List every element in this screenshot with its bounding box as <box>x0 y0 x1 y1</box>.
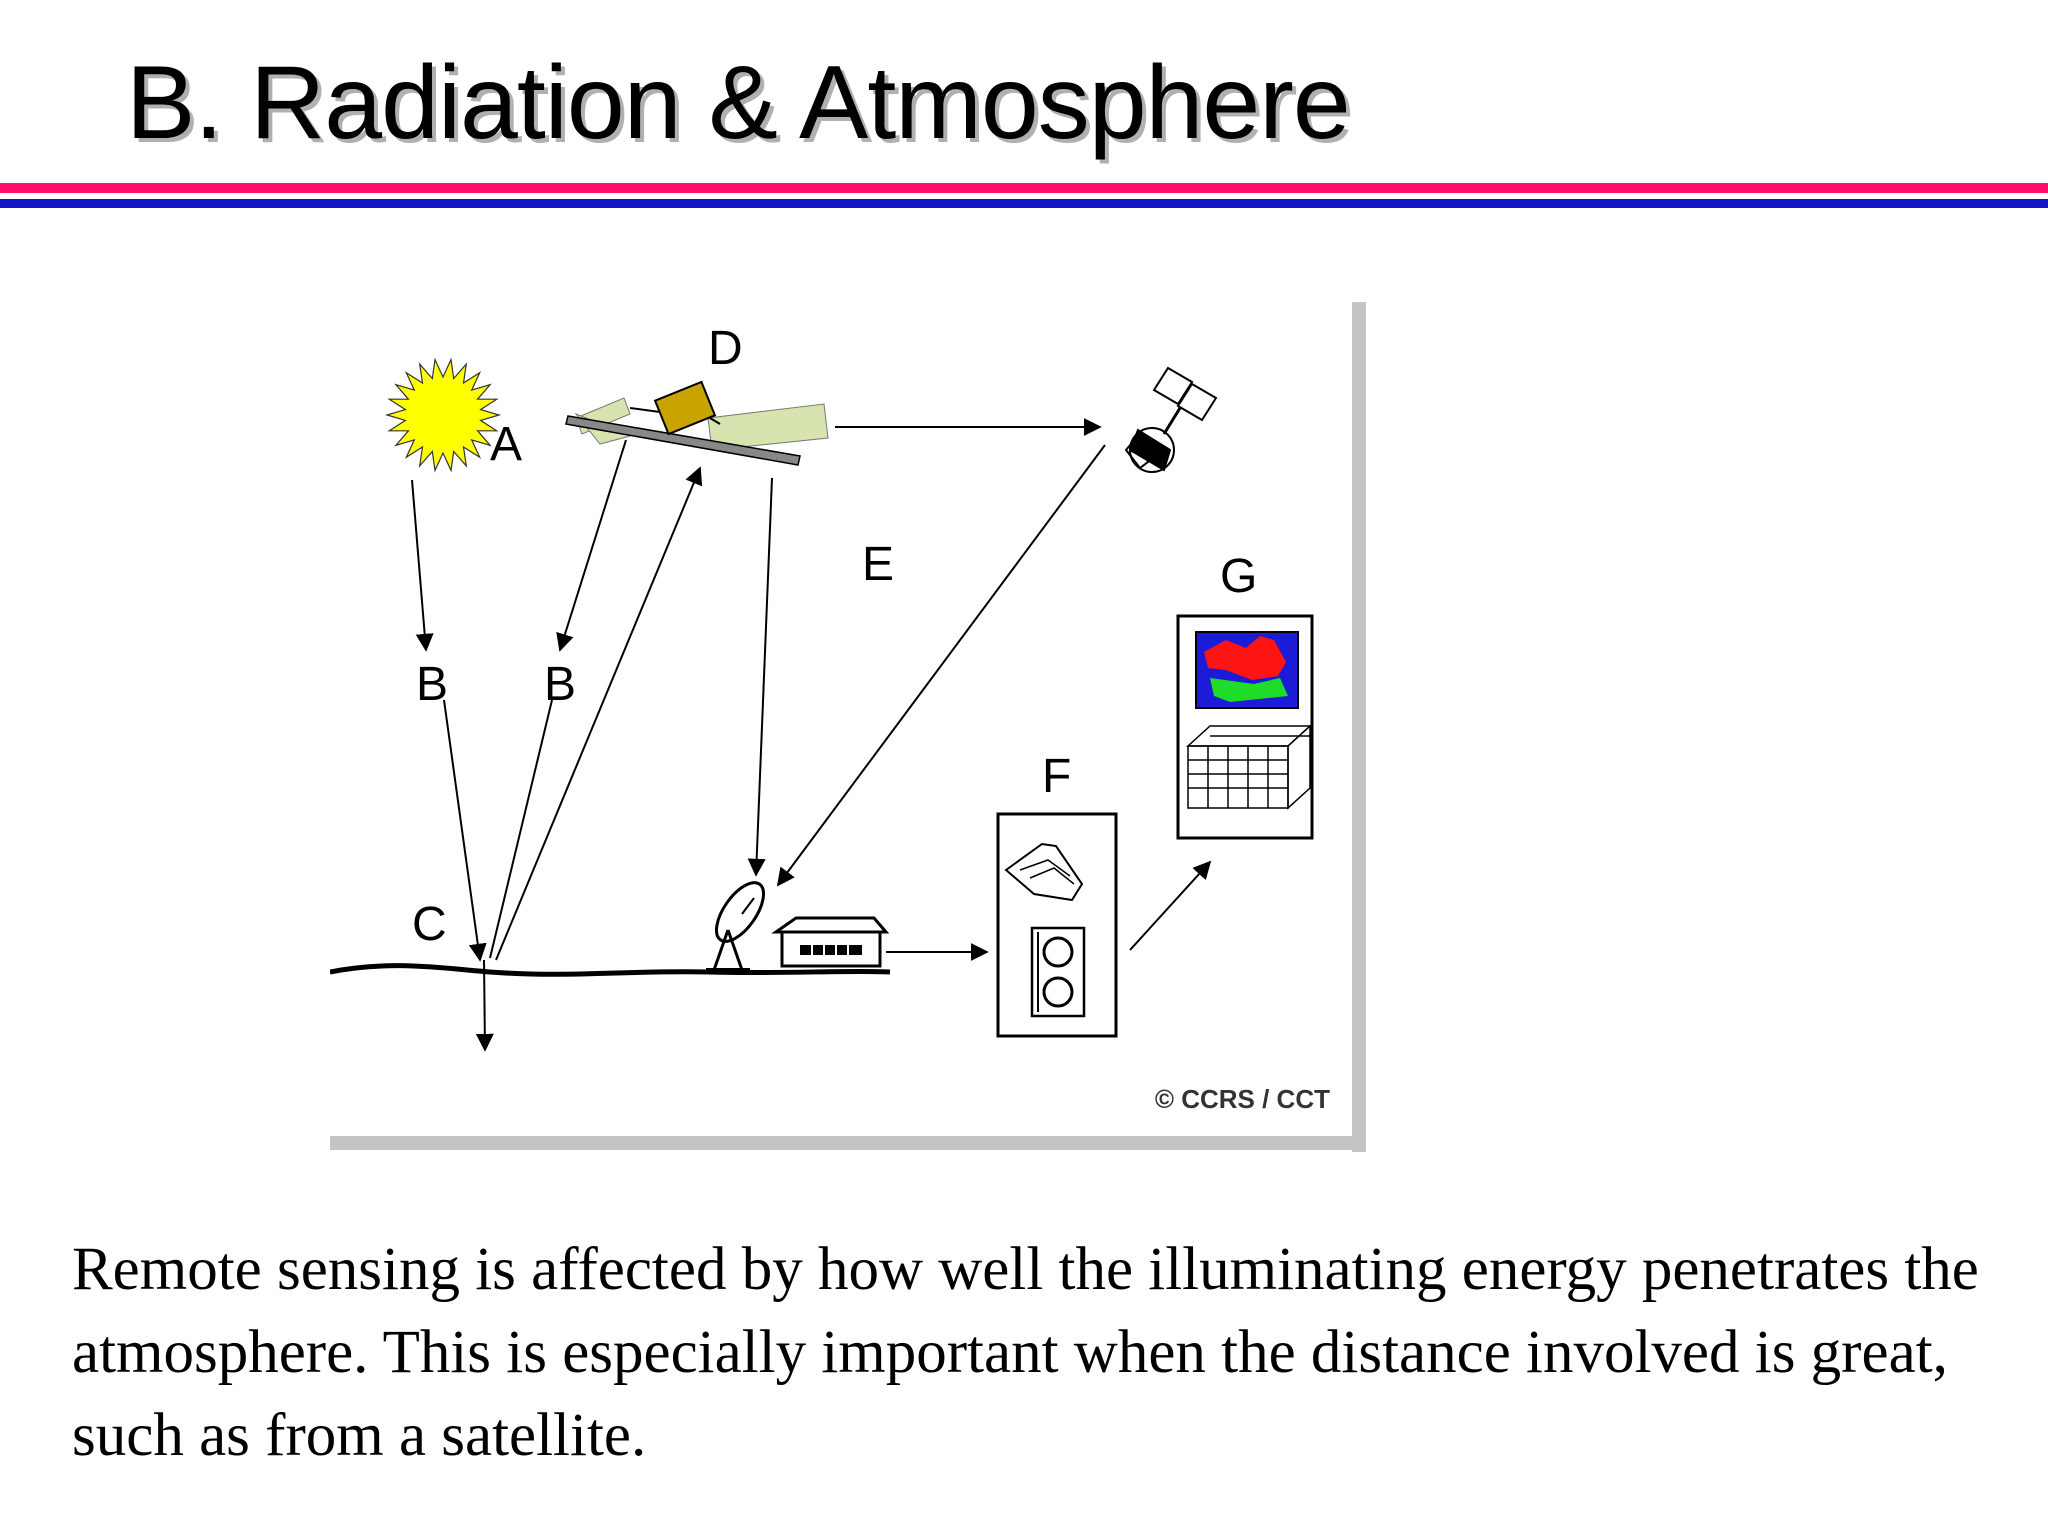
label-f: F <box>1042 750 1071 803</box>
label-b-left: B <box>416 658 448 711</box>
return-signal-arrow <box>495 466 703 961</box>
tape-reels-icon <box>1030 926 1086 1018</box>
label-e: E <box>862 538 894 591</box>
ground-surface <box>330 963 891 977</box>
title-rule-red <box>0 183 2048 193</box>
radar-satellite-icon <box>565 380 829 466</box>
slide-title: B. Radiation & Atmosphere <box>126 45 1351 161</box>
classified-map-icon <box>1195 631 1299 709</box>
radar-pulse-arrow-down <box>556 439 627 652</box>
sun-icon <box>384 357 502 473</box>
output-products-box <box>1176 614 1314 840</box>
processing-station-box <box>996 812 1118 1038</box>
satellite-dish-icon <box>706 881 765 972</box>
relay-downlink-arrow <box>776 444 1106 887</box>
label-g: G <box>1220 550 1257 603</box>
incoming-radiation-arrow-surface <box>443 699 487 962</box>
panel-shadow-bottom <box>330 1136 1366 1150</box>
processing-to-output-arrow <box>1129 860 1212 951</box>
radar-pulse-arrow-lower <box>489 699 553 959</box>
label-a: A <box>490 418 522 471</box>
panel-shadow-right <box>1352 302 1366 1152</box>
copyright-notice: © CCRS / CCT <box>1155 1084 1330 1114</box>
data-grid-icon <box>1186 724 1312 810</box>
label-d: D <box>708 322 743 375</box>
slide-caption: Remote sensing is affected by how well t… <box>72 1236 1979 1469</box>
remote-sensing-diagram: A B B C D E F G © CCRS / CCT <box>330 300 1370 1152</box>
incoming-radiation-arrow-sun <box>411 479 434 652</box>
downlink-arrow-direct <box>747 477 773 877</box>
diagram-canvas: A B B C D E F G © CCRS / CCT <box>330 302 1366 1152</box>
label-b-right: B <box>544 658 576 711</box>
title-rule-blue <box>0 199 2048 208</box>
relay-satellite-icon <box>1124 366 1218 473</box>
label-c: C <box>412 898 447 951</box>
transmitted-arrow <box>475 959 494 1052</box>
ground-station-building-icon <box>771 916 890 968</box>
